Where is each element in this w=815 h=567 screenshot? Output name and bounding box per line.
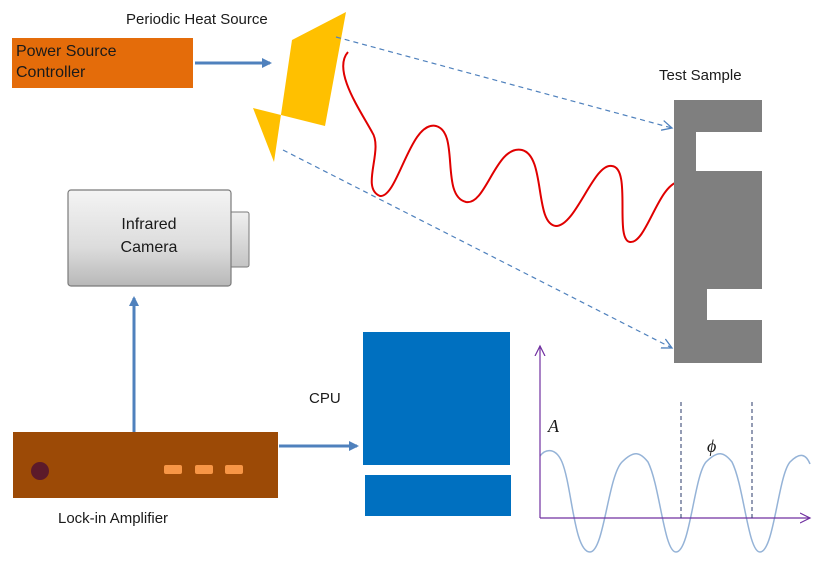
- infrared-camera-icon: [67, 189, 250, 287]
- lock-in-amplifier-label: Lock-in Amplifier: [58, 510, 168, 527]
- amplitude-label: A: [547, 416, 560, 436]
- beam-lower: [282, 149, 672, 348]
- phase-label: ϕ: [707, 436, 716, 456]
- heat-wave: [342, 51, 679, 243]
- heat-source-panel: [253, 12, 346, 162]
- camera-label-line1: Infrared: [121, 216, 176, 233]
- cpu-base: [365, 475, 511, 516]
- amplifier-light-2: [195, 465, 213, 474]
- power-source-label-line2: Controller: [16, 64, 86, 81]
- camera-label-line2: Camera: [121, 239, 178, 256]
- power-source-label-line1: Power Source: [16, 43, 117, 60]
- amplifier-light-3: [225, 465, 243, 474]
- test-sample-label: Test Sample: [659, 67, 742, 84]
- heat-source-label: Periodic Heat Source: [126, 11, 268, 28]
- amplifier-knob: [31, 462, 49, 480]
- test-sample-shape: [674, 100, 762, 363]
- amplifier-light-1: [164, 465, 182, 474]
- beam-upper: [335, 36, 672, 128]
- cpu-label: CPU: [309, 390, 341, 407]
- signal-wave: [539, 449, 811, 553]
- power-source-controller: [12, 38, 193, 88]
- signal-graph: [539, 346, 811, 553]
- cpu-monitor: [363, 332, 510, 465]
